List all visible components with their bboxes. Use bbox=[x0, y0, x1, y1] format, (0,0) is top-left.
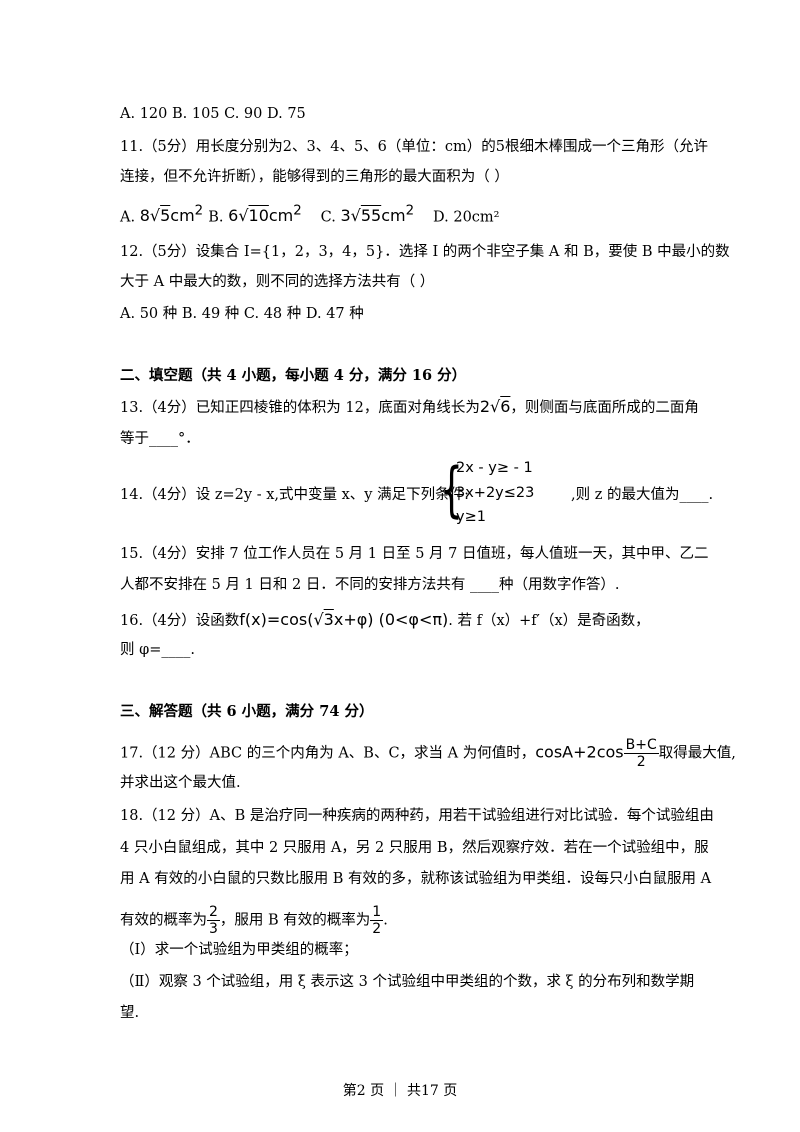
q12-options: A. 50 种 B. 49 种 C. 48 种 D. 47 种 bbox=[120, 306, 364, 322]
q15-text-line2: 人都不安排在 5 月 1 日和 2 日．不同的安排方法共有 ____种（用数字作… bbox=[120, 577, 620, 593]
q10-options: A. 120 B. 105 C. 90 D. 75 bbox=[120, 106, 306, 122]
q18-part-2: （Ⅱ）观察 3 个试验组，用 ξ 表示这 3 个试验组中甲类组的个数，求 ξ 的… bbox=[120, 974, 695, 990]
q11-option-a-value: 8√5cm2 bbox=[139, 204, 204, 226]
q16-text-line1: 16.（4分）设函数f(x)=cos(√3x+φ) (0<φ<π). 若 f（x… bbox=[120, 610, 650, 629]
q11-option-c-label: C. bbox=[320, 209, 336, 226]
page-footer: 第2 页 ｜ 共17 页 bbox=[342, 1083, 458, 1099]
q13-text-line1: 13.（4分）已知正四棱锥的体积为 12，底面对角线长为2√6，则侧面与底面所成… bbox=[120, 397, 699, 416]
q12-text-line1: 12.（5分）设集合 I={1，2，3，4，5}．选择 I 的两个非空子集 A … bbox=[120, 244, 730, 260]
q16-function: f(x)=cos(√3x+φ) (0<φ<π) bbox=[239, 610, 449, 629]
q11-option-d: D. 20cm² bbox=[433, 209, 500, 226]
q12-text-line2: 大于 A 中最大的数，则不同的选择方法共有（ ） bbox=[120, 274, 435, 290]
q18-part-2-end: 望. bbox=[120, 1005, 140, 1021]
q18-text-line3: 用 A 有效的小白鼠的只数比服用 B 有效的多，就称该试验组为甲类组．设每只小白… bbox=[120, 871, 712, 887]
q18-text-line2: 4 只小白鼠组成，其中 2 只服用 A，另 2 只服用 B，然后观察疗效．若在一… bbox=[120, 840, 709, 856]
q17-expression: cosA+2cos bbox=[535, 742, 624, 762]
q13-text-line2: 等于____°． bbox=[120, 431, 200, 447]
q14-text: 14.（4分）设 z=2y - x,式中变量 x、y 满足下列条件:,则 z 的… bbox=[120, 487, 714, 503]
q11-option-c-value: 3√55cm2 bbox=[340, 204, 415, 226]
q11-option-b-value: 6√10cm2 bbox=[228, 204, 302, 226]
left-brace-icon: { bbox=[440, 455, 463, 525]
q11-option-a-label: A. bbox=[120, 209, 136, 226]
q11-option-b-label: B. bbox=[208, 209, 224, 226]
q14-constraint-1: 2x - y≥ - 1 bbox=[456, 460, 533, 476]
q11-text-line1: 11.（5分）用长度分别为2、3、4、5、6（单位：cm）的5根细木棒围成一个三… bbox=[120, 139, 709, 155]
q18-part-1: （Ⅰ）求一个试验组为甲类组的概率； bbox=[120, 942, 358, 958]
q13-diagonal-value: 2√6 bbox=[479, 397, 511, 416]
q15-text-line1: 15.（4分）安排 7 位工作人员在 5 月 1 日至 5 月 7 日值班，每人… bbox=[120, 546, 709, 562]
q16-text-line2: 则 φ=____. bbox=[120, 642, 196, 658]
q11-options: A. 8√5cm2 B. 6√10cm2 C. 3√55cm2 D. 20cm² bbox=[120, 202, 499, 227]
q14-constraint-3: y≥1 bbox=[456, 509, 486, 525]
section-2-heading: 二、填空题（共 4 小题，每小题 4 分，满分 16 分） bbox=[120, 367, 467, 384]
q17-text-line2: 并求出这个最大值. bbox=[120, 775, 241, 791]
q17-text-line1: 17.（12 分）ABC 的三个内角为 A、B、C，求当 A 为何值时，cosA… bbox=[120, 737, 736, 770]
section-3-heading: 三、解答题（共 6 小题，满分 74 分） bbox=[120, 703, 374, 720]
q14-constraint-system: { 2x - y≥ - 1 3x+2y≤23 y≥1 bbox=[440, 458, 540, 530]
q14-constraint-2: 3x+2y≤23 bbox=[456, 485, 535, 501]
q11-text-line2: 连接，但不允许折断），能够得到的三角形的最大面积为（ ） bbox=[120, 169, 509, 185]
q18-text-line1: 18.（12 分）A、B 是治疗同一种疾病的两种药，用若干试验组进行对比试验．每… bbox=[120, 808, 714, 824]
